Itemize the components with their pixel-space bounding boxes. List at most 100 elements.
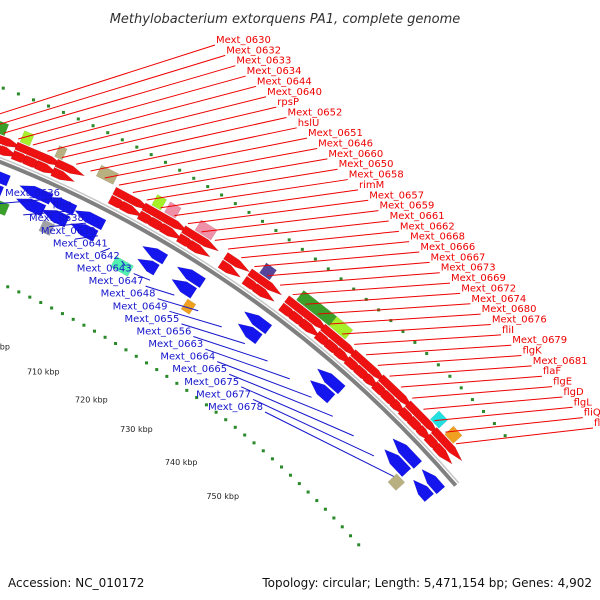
cog-block [54, 145, 68, 161]
label-leader [456, 427, 594, 445]
label-leader [23, 210, 74, 216]
label-leader [205, 348, 290, 380]
label-leader [145, 285, 175, 296]
label-leader [187, 199, 369, 225]
label-leader [214, 220, 389, 241]
label-leader [174, 189, 359, 217]
label-leader [241, 241, 410, 259]
forward-gene [181, 225, 220, 252]
label-leader [0, 197, 63, 204]
gc-dot [103, 335, 107, 339]
label-leader [305, 292, 461, 305]
forward-gene-label: flaF [543, 366, 561, 377]
forward-gene-label: fliR [594, 418, 600, 429]
forward-gene-label: Mext_0680 [482, 304, 537, 315]
skew-dot [163, 160, 167, 164]
gc-dot [60, 312, 64, 316]
skew-dot [401, 329, 405, 333]
kbp-tick-label: 750 kbp [206, 492, 239, 501]
gc-dot [214, 410, 218, 414]
forward-gene-label: Mext_0660 [328, 149, 383, 160]
label-leader [181, 323, 245, 345]
label-leader [228, 230, 399, 250]
gc-dot [50, 306, 54, 310]
forward-gene [0, 134, 23, 149]
label-leader [252, 398, 375, 457]
forward-gene [217, 259, 242, 278]
forward-gene-label: rimM [359, 180, 384, 191]
forward-gene [158, 222, 184, 241]
skew-dot [481, 409, 485, 413]
reverse-gene-label: Mext_0641 [53, 238, 108, 249]
gc-dot [224, 418, 228, 422]
gc-dot [340, 525, 344, 529]
label-leader [0, 44, 216, 115]
label-leader [49, 222, 86, 228]
cog-block [164, 201, 182, 219]
forward-gene [186, 239, 211, 258]
forward-gene [223, 252, 251, 273]
label-leader [100, 247, 110, 253]
reverse-gene-label: Mext_0677 [196, 389, 251, 400]
label-leader [292, 282, 451, 296]
forward-gene [432, 442, 453, 465]
skew-dot [352, 287, 356, 291]
forward-gene-label: Mext_0632 [226, 45, 281, 56]
gc-dot [145, 361, 149, 365]
label-leader [32, 85, 256, 146]
reverse-gene [74, 210, 107, 231]
reverse-gene [171, 279, 198, 299]
reverse-gene-label: Mext_0675 [184, 377, 239, 388]
reverse-gene [176, 266, 207, 289]
skew-dot [220, 193, 224, 197]
forward-gene-label: hslU [298, 118, 320, 129]
skew-dot [61, 110, 65, 114]
reverse-gene [0, 171, 11, 187]
topology-text: Topology: circular; Length: 5,471,154 bp… [261, 576, 592, 590]
label-leader [132, 158, 328, 193]
forward-gene-label: Mext_0676 [492, 314, 547, 325]
label-leader [423, 396, 563, 410]
reverse-gene-label: Mext_0642 [65, 251, 120, 262]
gc-dot [323, 507, 327, 511]
forward-gene-label: flgK [522, 346, 542, 357]
skew-dot [492, 421, 496, 425]
label-leader [267, 261, 430, 277]
gc-dot [185, 388, 189, 392]
label-leader [264, 411, 394, 477]
forward-gene-label: Mext_0672 [461, 283, 516, 294]
gc-dot [195, 396, 199, 400]
reverse-gene-label: Mext_0638 [29, 213, 84, 224]
reverse-gene-label: Mext_0656 [136, 326, 191, 337]
forward-gene [247, 268, 283, 296]
reverse-gene [243, 311, 273, 335]
kbp-tick-label: 710 kbp [27, 368, 60, 377]
forward-gene-label: Mext_0630 [216, 35, 271, 46]
skew-dot [1, 86, 5, 90]
reverse-gene [41, 209, 70, 228]
reverse-gene [309, 379, 336, 404]
cog-block [444, 425, 463, 444]
reverse-cog-block [110, 255, 134, 277]
label-leader [317, 303, 471, 315]
label-leader [74, 235, 98, 240]
forward-gene-label: Mext_0658 [349, 170, 404, 181]
forward-gene-label: Mext_0651 [308, 128, 363, 139]
reverse-cog-block [180, 298, 197, 315]
gc-dot [6, 285, 10, 289]
forward-gene [141, 202, 190, 233]
label-leader [217, 361, 312, 398]
forward-gene [118, 200, 144, 218]
skew-dot [413, 340, 417, 344]
reverse-gene [316, 368, 346, 395]
kbp-tick-label: 730 kbp [120, 425, 153, 434]
skew-dot [178, 168, 182, 172]
skew-dot [233, 202, 237, 206]
forward-gene-label: Mext_0633 [236, 56, 291, 67]
forward-gene-label: Mext_0673 [441, 263, 496, 274]
reverse-gene-label: Mext_0636 [5, 188, 60, 199]
forward-gene [430, 427, 463, 462]
forward-gene-label: Mext_0640 [267, 87, 322, 98]
forward-gene-label: Mext_0644 [257, 76, 312, 87]
